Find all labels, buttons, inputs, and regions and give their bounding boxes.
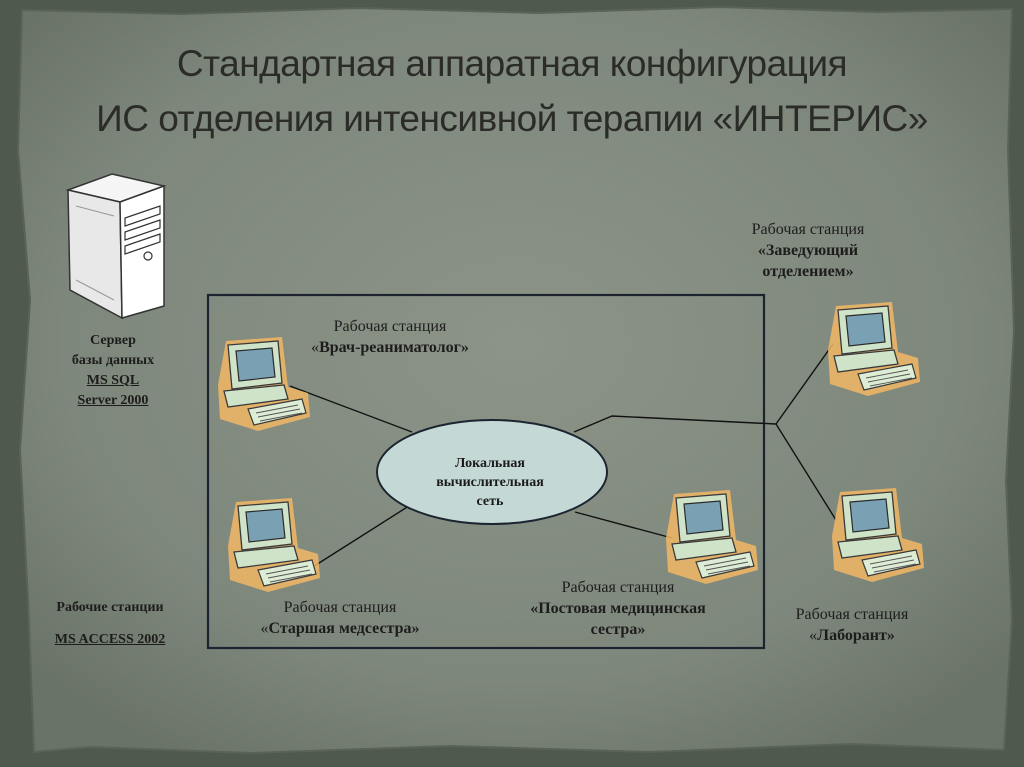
station-name-lab: Лаборант» xyxy=(817,627,895,644)
server-label: Сервер базы данных MS SQL Server 2000 xyxy=(48,331,178,411)
page-title-line-2: ИС отделения интенсивной терапии «ИНТЕРИ… xyxy=(96,98,928,139)
server-icon xyxy=(65,173,167,320)
station-caption-lab: Рабочая станция xyxy=(795,606,909,623)
station-label-doctor: Рабочая станция «Врач-реаниматолог» xyxy=(280,316,500,358)
link-ward-nurse xyxy=(574,511,673,539)
station-quote-head-nurse: « xyxy=(260,620,269,637)
lan-label-line-2: вычислительная xyxy=(436,475,544,490)
link-lab xyxy=(775,423,837,521)
station-label-head-of-department: Рабочая станция «Заведующий отделением» xyxy=(718,219,898,282)
server-label-line-1: Сервер xyxy=(90,333,136,348)
station-label-head-nurse: Рабочая станция «Старшая медсестра» xyxy=(230,597,450,639)
lan-frame xyxy=(206,293,766,650)
station-caption-ward-nurse: Рабочая станция xyxy=(561,579,675,596)
station-quote-lab: « xyxy=(809,627,818,644)
station-name-ward-nurse-line-2: сестра» xyxy=(590,621,646,638)
station-name-head-nurse: Старшая медсестра» xyxy=(268,620,420,637)
link-trunk xyxy=(573,415,777,433)
station-quote-doctor: « xyxy=(311,339,320,356)
page-title-line-1: Стандартная аппаратная конфигурация xyxy=(176,43,848,84)
station-caption-doctor: Рабочая станция xyxy=(333,318,447,335)
station-name-head-of-department-line-2: отделением» xyxy=(762,263,854,280)
lan-label: Локальная вычислительная сеть xyxy=(390,454,590,511)
link-head-nurse xyxy=(307,503,413,571)
computer-icon-head-nurse xyxy=(227,497,321,593)
server-label-line-3: MS SQL xyxy=(86,373,140,388)
lan-ellipse xyxy=(376,419,608,525)
station-name-head-of-department-line-1: «Заведующий xyxy=(757,242,859,259)
computer-icon-ward-nurse xyxy=(665,489,759,585)
server-label-line-2: базы данных xyxy=(71,353,155,368)
station-caption-head-of-department: Рабочая станция xyxy=(751,221,865,238)
workstations-note-line-1: Рабочие станции xyxy=(56,600,164,615)
station-label-ward-nurse: Рабочая станция «Постовая медицинская се… xyxy=(498,577,738,640)
lan-label-line-3: сеть xyxy=(476,494,504,509)
workstations-note-line-2: MS ACCESS 2002 xyxy=(54,632,166,647)
station-caption-head-nurse: Рабочая станция xyxy=(283,599,397,616)
link-doctor xyxy=(289,385,413,433)
computer-icon-lab xyxy=(831,487,925,583)
station-name-ward-nurse-line-1: «Постовая медицинская xyxy=(530,600,706,617)
workstations-note: Рабочие станции MS ACCESS 2002 xyxy=(30,598,190,650)
station-label-lab: Рабочая станция «Лаборант» xyxy=(762,604,942,646)
computer-icon-head-of-department xyxy=(827,301,921,397)
station-name-doctor: Врач-реаниматолог» xyxy=(319,339,469,356)
lan-label-line-1: Локальная xyxy=(455,456,525,471)
server-label-line-4: Server 2000 xyxy=(77,393,149,408)
link-head-of-department xyxy=(775,343,834,425)
